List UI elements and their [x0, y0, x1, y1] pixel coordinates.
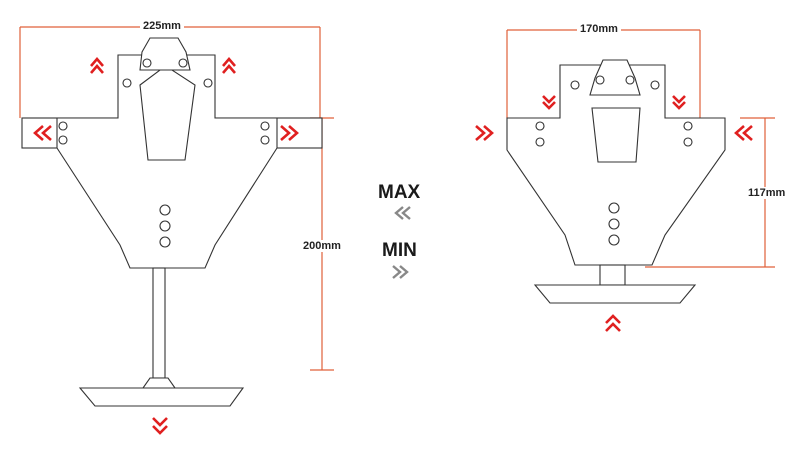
- right-width-label: 170mm: [577, 23, 621, 35]
- red-arrow-in-right: [734, 125, 753, 141]
- red-arrow-out-left: [33, 125, 52, 141]
- red-arrow-out-right: [280, 125, 299, 141]
- red-arrow-down-right: [672, 95, 686, 110]
- license-bracket-max: [21, 37, 323, 407]
- left-height-label: 200mm: [300, 240, 344, 252]
- right-height-label: 117mm: [745, 187, 789, 199]
- red-arrow-down: [152, 417, 168, 435]
- red-arrow-up-right: [222, 57, 236, 74]
- red-arrow-in-left: [475, 125, 494, 141]
- mounting-holes: [535, 75, 693, 246]
- mounting-holes: [58, 58, 270, 248]
- left-width-label: 225mm: [140, 20, 184, 32]
- grey-arrow-left-max: [394, 206, 411, 220]
- red-arrow-up-left: [90, 57, 104, 74]
- license-bracket-min: [506, 59, 726, 304]
- max-label: MAX: [378, 182, 421, 203]
- red-arrow-up: [605, 314, 621, 332]
- min-label: MIN: [382, 240, 417, 261]
- grey-arrow-right-min: [392, 265, 409, 279]
- red-arrow-down-left: [542, 95, 556, 110]
